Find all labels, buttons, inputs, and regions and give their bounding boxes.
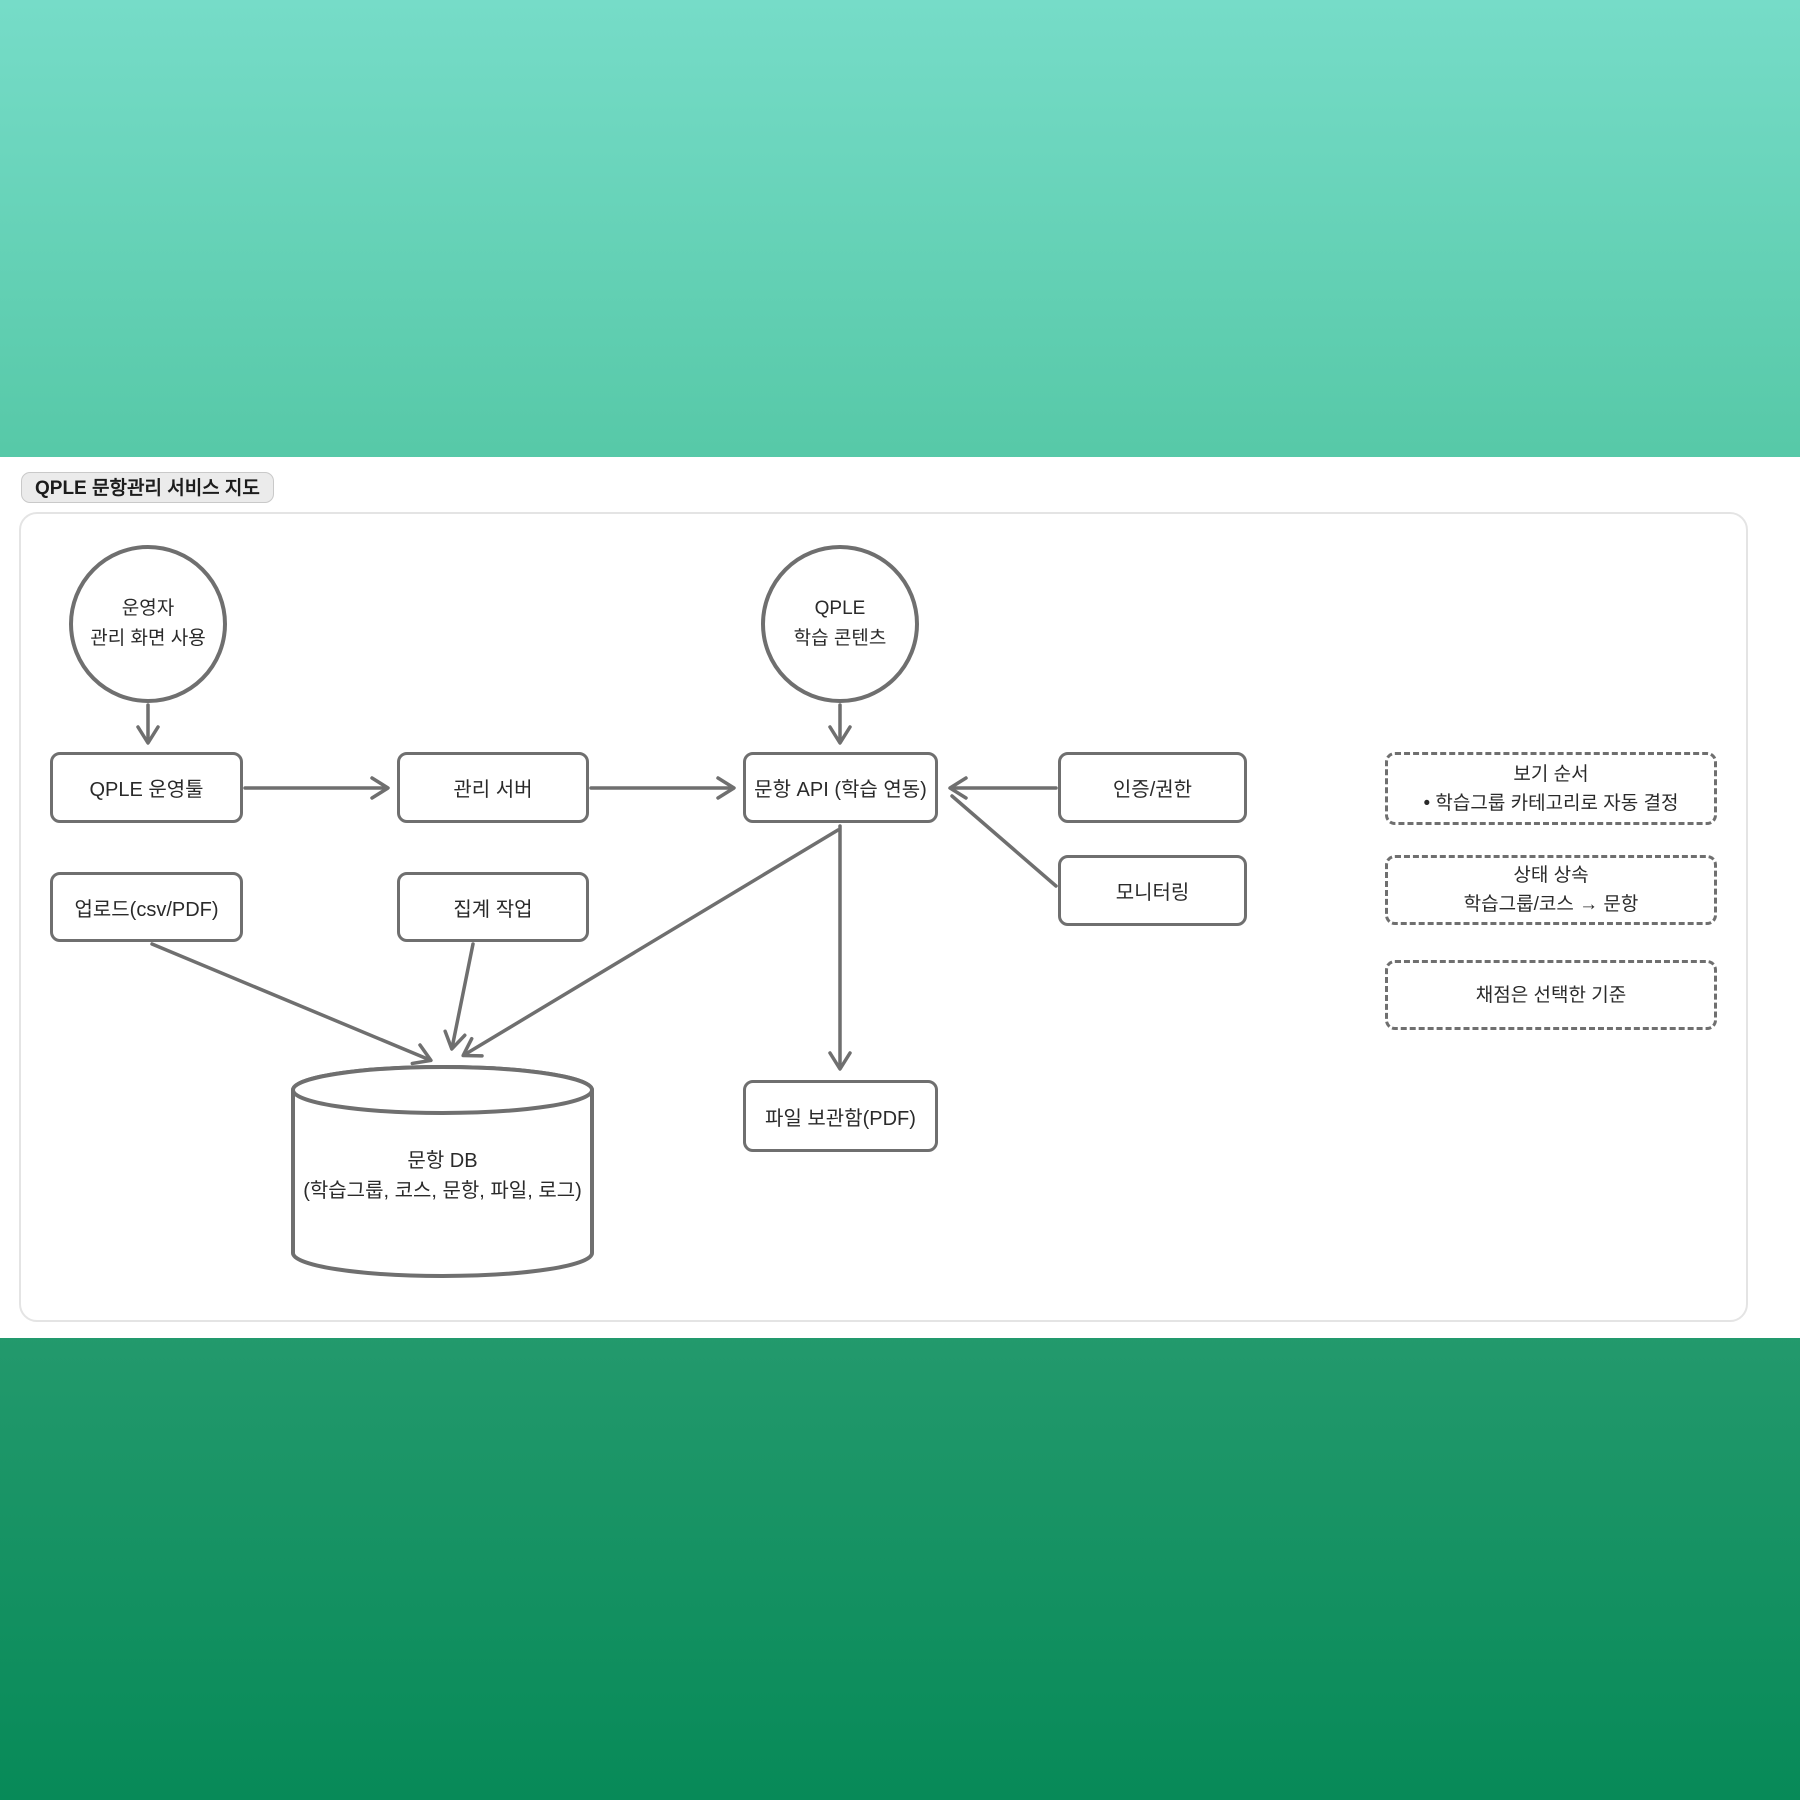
node-file-storage: 파일 보관함(PDF)	[743, 1080, 938, 1152]
actor-operator-line2: 관리 화면 사용	[90, 628, 206, 649]
node-upload: 업로드(csv/PDF)	[50, 872, 243, 942]
note-state-inheritance-line2: 학습그룹/코스 → 문항	[1463, 894, 1639, 915]
note-state-inheritance: 상태 상속 학습그룹/코스 → 문항	[1385, 855, 1717, 925]
node-aggregation: 집계 작업	[397, 872, 589, 942]
note-view-order-line1: 보기 순서	[1513, 763, 1589, 785]
note-view-order: 보기 순서 • 학습그룹 카테고리로 자동 결정	[1385, 752, 1717, 825]
node-admin-server: 관리 서버	[397, 752, 589, 823]
note-state-inheritance-line1: 상태 상속	[1513, 865, 1589, 886]
db-label: 문항 DB (학습그룹, 코스, 문항, 파일, 로그)	[293, 1146, 592, 1206]
note-grading: 채점은 선택한 기준	[1385, 960, 1717, 1030]
diagram-title-badge: QPLE 문항관리 서비스 지도	[21, 472, 274, 503]
node-question-api: 문항 API (학습 연동)	[743, 752, 938, 823]
actor-operator-line1: 운영자	[121, 598, 175, 619]
db-label-line2: (학습그룹, 코스, 문항, 파일, 로그)	[303, 1180, 582, 1202]
actor-operator-circle: 운영자 관리 화면 사용	[69, 545, 227, 703]
db-label-line1: 문항 DB	[407, 1150, 478, 1172]
node-monitoring: 모니터링	[1058, 855, 1247, 926]
node-auth: 인증/권한	[1058, 752, 1247, 823]
note-view-order-line2: • 학습그룹 카테고리로 자동 결정	[1423, 792, 1679, 814]
node-ops-tool: QPLE 운영툴	[50, 752, 243, 823]
actor-qple-line2: 학습 콘텐츠	[793, 628, 887, 649]
actor-qple-line1: QPLE	[814, 598, 866, 619]
actor-qple-circle: QPLE 학습 콘텐츠	[761, 545, 919, 703]
note-grading-line1: 채점은 선택한 기준	[1475, 984, 1627, 1006]
